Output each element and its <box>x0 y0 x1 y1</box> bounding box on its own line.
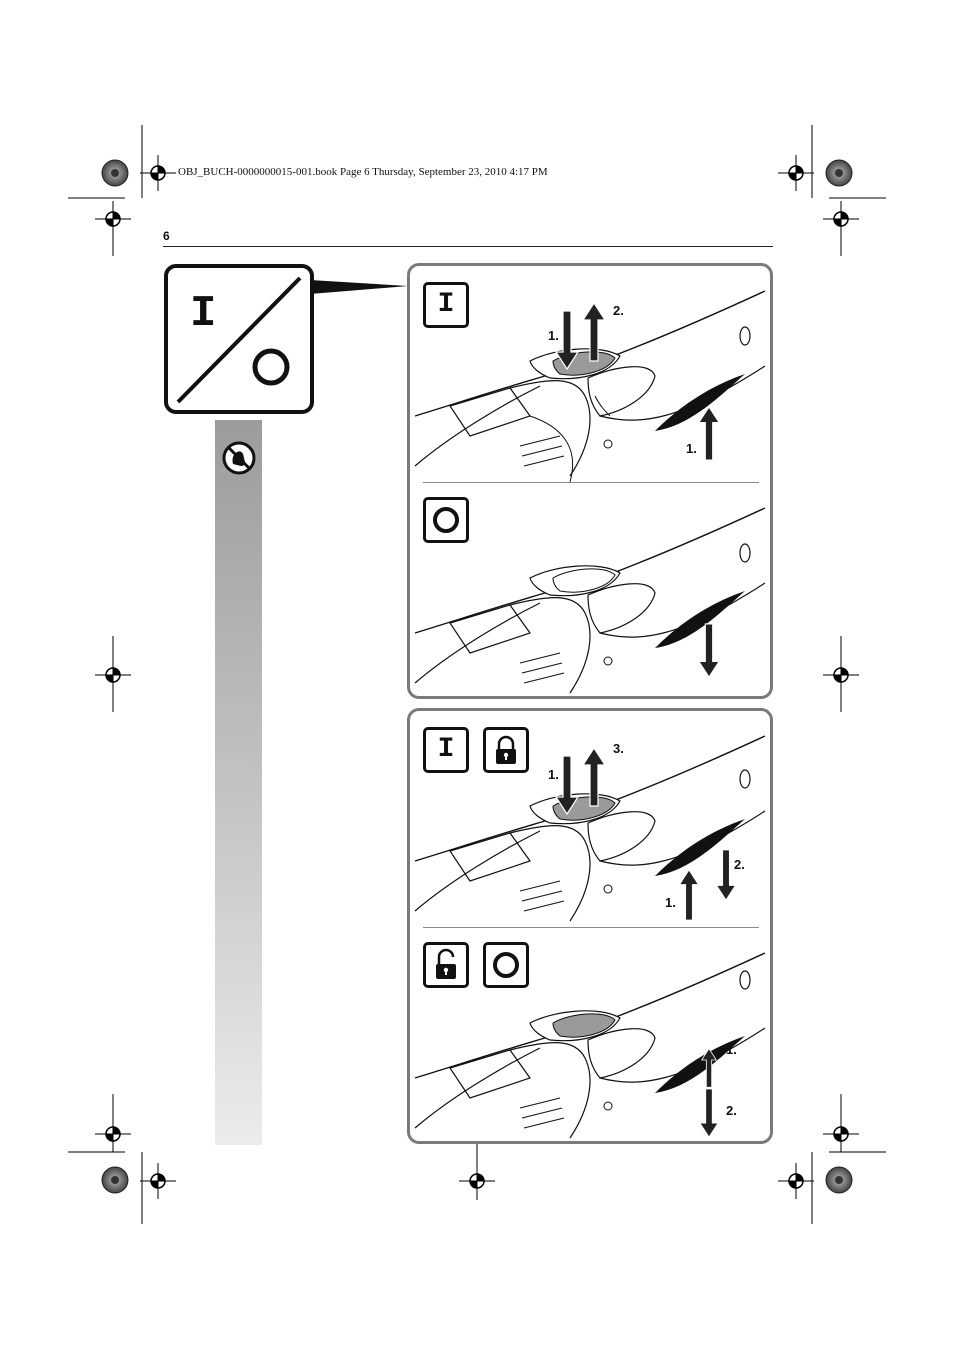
step-label: 1. <box>665 895 676 910</box>
step-label: 2. <box>613 303 624 318</box>
padlock-open-icon <box>423 942 469 988</box>
arrow-up-icon <box>582 747 606 807</box>
sidebar-gradient-bar <box>215 420 262 1145</box>
section-switch-off-unlock: 1. 2. <box>410 928 770 1141</box>
arrow-down-icon <box>698 623 720 678</box>
drill-drawing <box>414 735 766 922</box>
step-label: 1. <box>726 1042 737 1057</box>
print-header: OBJ_BUCH-0000000015-001.book Page 6 Thur… <box>178 166 548 178</box>
panel-on-off-momentary: 1. 2. 1. I <box>407 263 773 699</box>
callout-pointer <box>310 280 408 294</box>
section-switch-off <box>410 483 770 696</box>
off-symbol-icon <box>423 497 469 543</box>
section-divider <box>423 482 759 483</box>
step-label: 1. <box>548 328 559 343</box>
on-symbol-icon: I <box>423 727 469 773</box>
page-number: 6 <box>163 229 170 243</box>
arrow-down-icon <box>698 1088 720 1138</box>
drill-drawing <box>414 507 766 694</box>
header-rule <box>163 246 773 247</box>
section-switch-on: 1. 2. 1. I <box>410 266 770 482</box>
step-label: 2. <box>726 1103 737 1118</box>
on-glyph: I <box>190 289 217 339</box>
main-on-off-symbol: I <box>164 264 314 414</box>
step-label: 1. <box>686 441 697 456</box>
arrow-up-icon <box>582 302 606 362</box>
arrow-up-icon <box>698 1048 720 1088</box>
on-symbol-icon: I <box>423 282 469 328</box>
off-symbol-icon <box>483 942 529 988</box>
step-label: 3. <box>613 741 624 756</box>
drill-drawing <box>414 952 766 1139</box>
arrow-up-icon <box>678 869 700 921</box>
arrow-up-icon <box>698 406 720 461</box>
arrow-down-icon <box>555 755 579 815</box>
padlock-closed-icon <box>483 727 529 773</box>
step-label: 2. <box>734 857 745 872</box>
step-label: 1. <box>548 767 559 782</box>
section-divider <box>423 927 759 928</box>
no-touch-prohibition-icon <box>221 440 257 476</box>
panel-on-off-locked: 1. 3. 2. 1. I <box>407 708 773 1144</box>
section-switch-on-lock: 1. 3. 2. 1. I <box>410 711 770 927</box>
